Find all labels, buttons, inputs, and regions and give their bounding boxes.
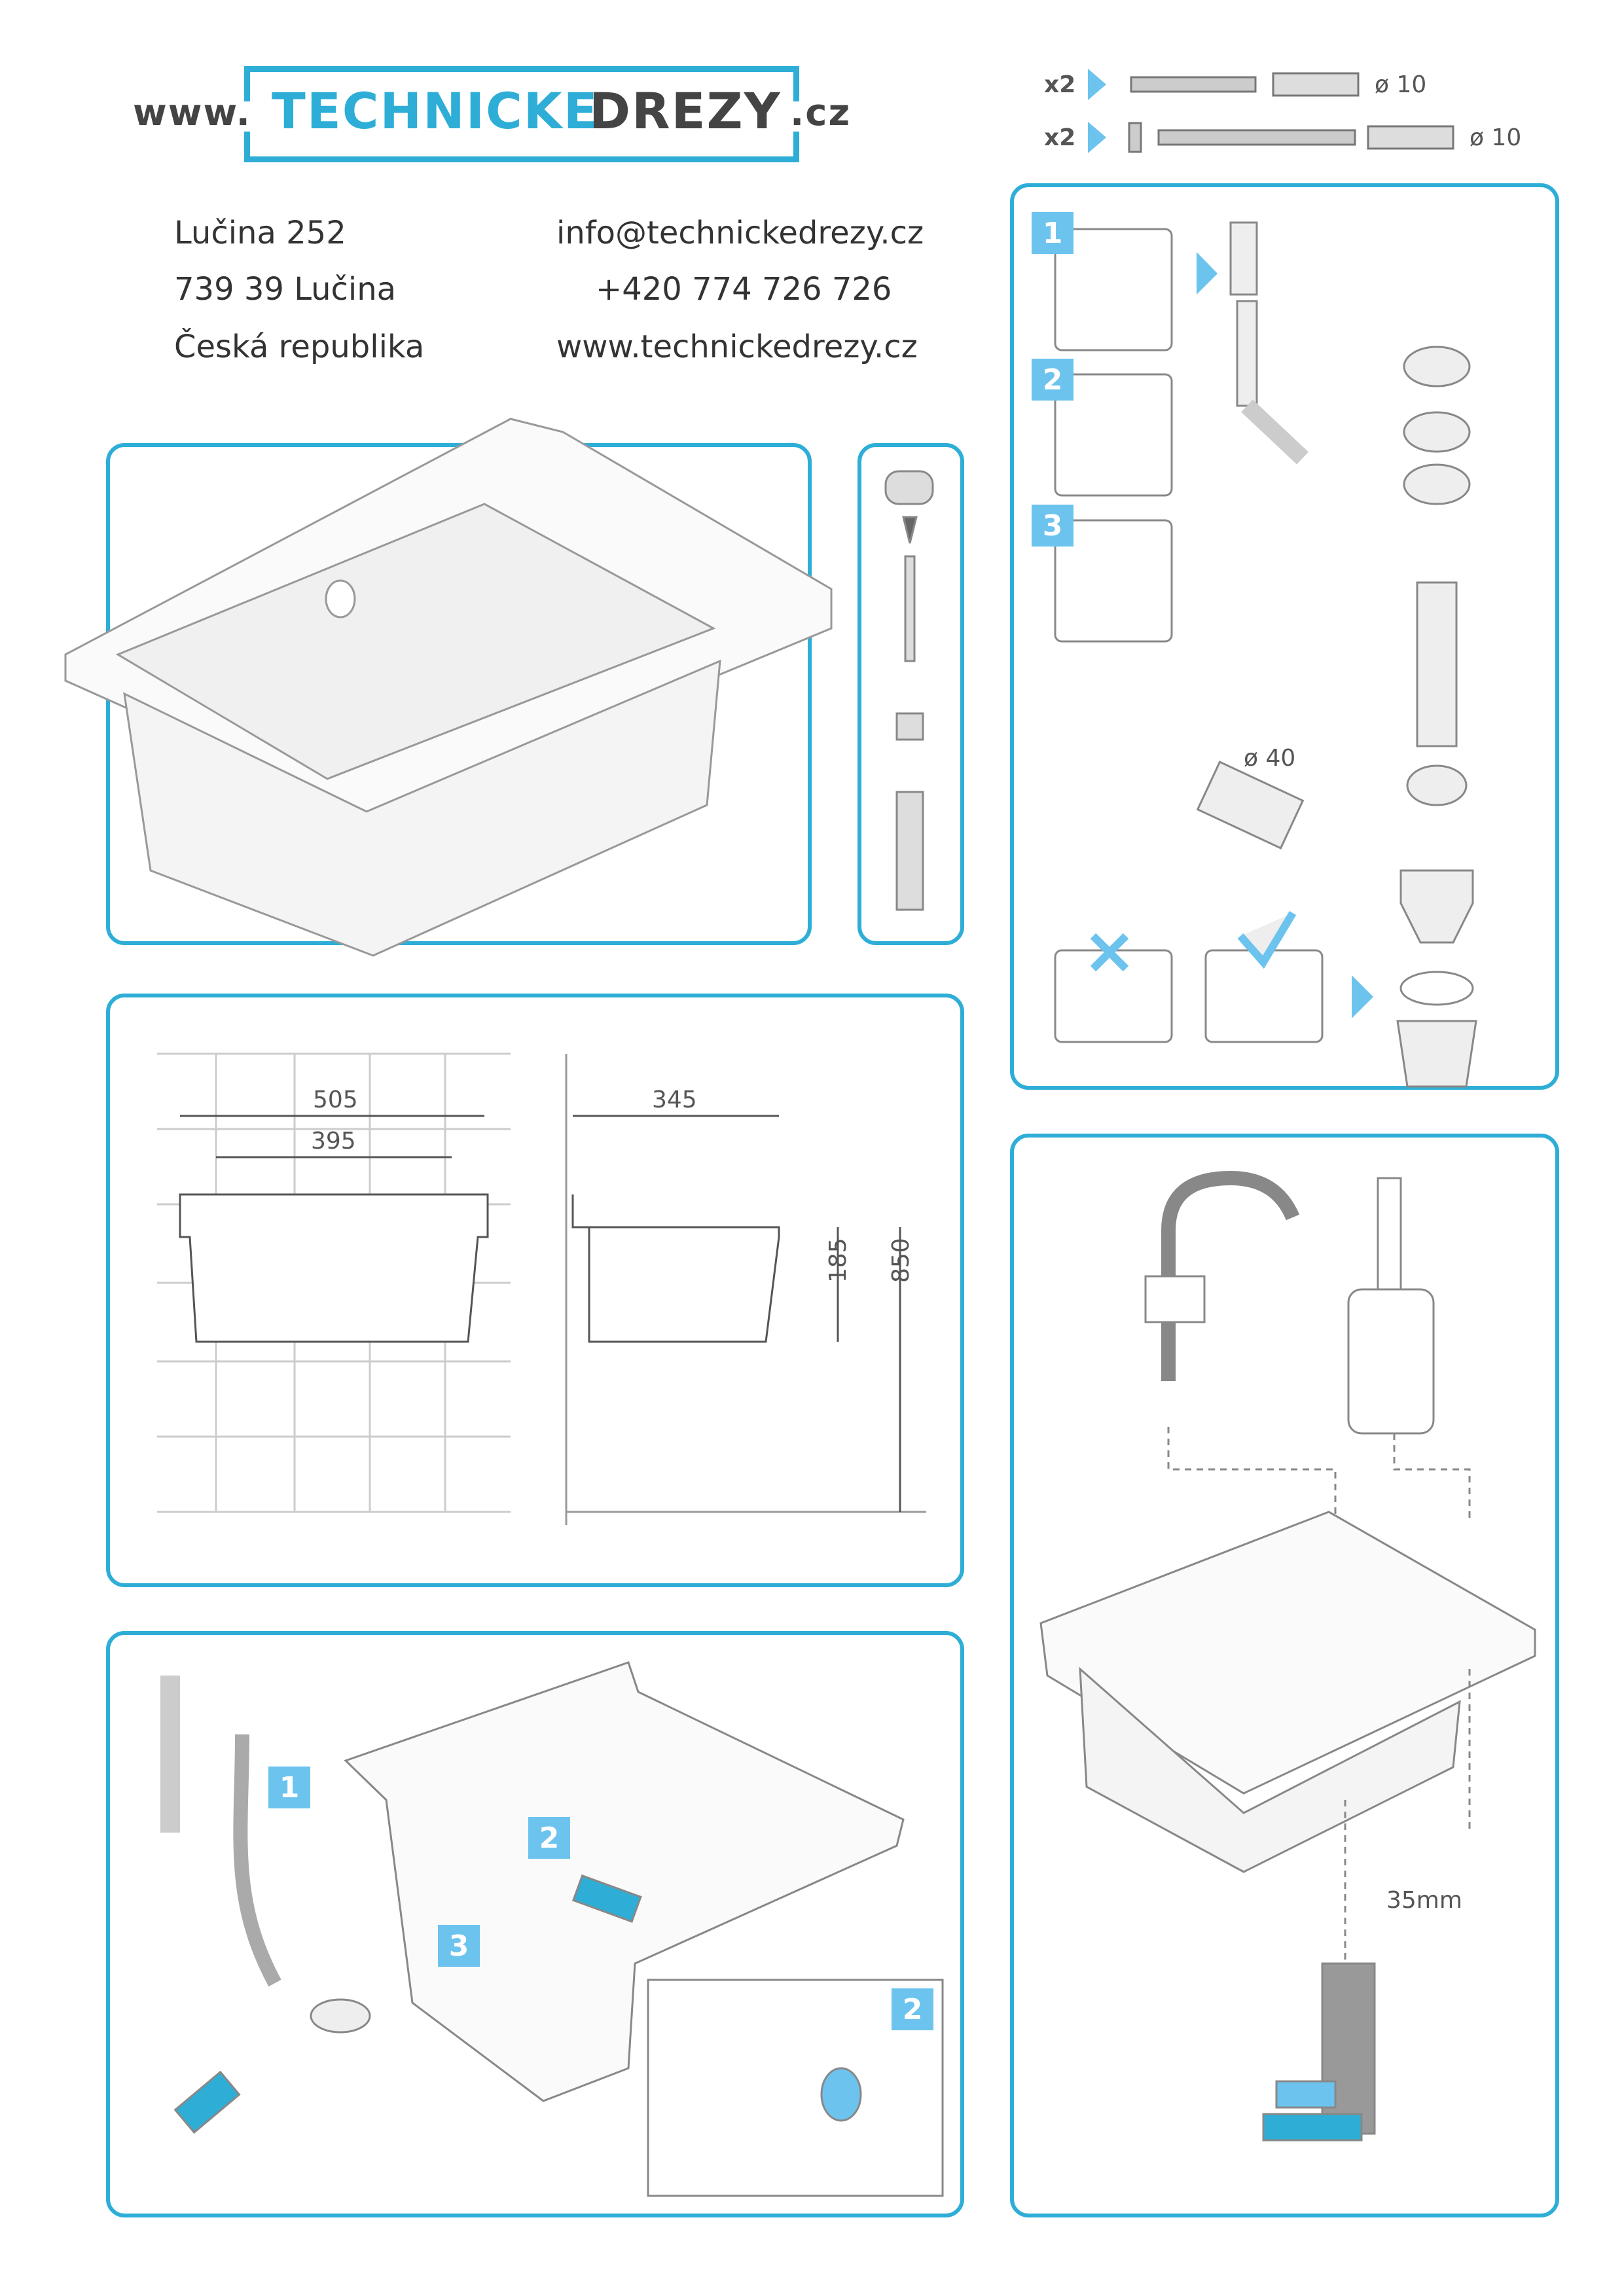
installation-illustration <box>160 1661 944 2197</box>
wall-anchor-icon <box>884 470 934 911</box>
logo-prefix: www. <box>133 92 251 134</box>
logo-brand-dark: DREZY <box>589 82 782 140</box>
logo-suffix: .cz <box>790 92 852 134</box>
contact-phone[interactable]: +420 774 726 726 <box>596 271 892 308</box>
contact-email[interactable]: info@technickedrezy.cz <box>556 215 924 251</box>
faucet-illustration <box>1039 1170 1536 2142</box>
siphon-step-3-badge: 3 <box>1032 505 1074 547</box>
drill-size-label: 35mm <box>1386 1887 1462 1914</box>
sink-illustration <box>64 418 833 957</box>
dimension-width-inner: 395 <box>311 1128 356 1155</box>
dimension-depth: 345 <box>652 1086 697 1113</box>
logo-frame-gap <box>789 101 808 132</box>
install-detail-step-2-badge: 2 <box>892 1988 933 2030</box>
siphon-step-2-badge: 2 <box>1032 359 1074 401</box>
pipe-diameter-label: ø 40 <box>1244 745 1295 772</box>
logo-frame-gap <box>236 101 255 132</box>
install-step-3-badge: 3 <box>438 1925 480 1967</box>
siphon-step-1-badge: 1 <box>1032 212 1074 254</box>
logo-brand-blue: TECHNICKE <box>272 82 599 140</box>
hardware-screw-icon <box>1088 69 1454 153</box>
address-street: Lučina 252 <box>174 215 346 251</box>
install-step-2-badge: 2 <box>528 1817 570 1859</box>
hardware-qty-1: x2 <box>1044 71 1075 98</box>
contact-web[interactable]: www.technickedrezy.cz <box>556 329 918 365</box>
install-step-1-badge: 1 <box>268 1767 310 1808</box>
dimension-drawing <box>157 1052 926 1525</box>
hardware-diameter-1: ø 10 <box>1375 71 1426 98</box>
dimension-mount-height: 850 <box>888 1238 914 1283</box>
hardware-diameter-2: ø 10 <box>1470 124 1521 151</box>
dimension-bowl-height: 185 <box>825 1238 852 1283</box>
dimension-width-outer: 505 <box>313 1086 358 1113</box>
address-city: 739 39 Lučina <box>174 271 397 308</box>
address-country: Česká republika <box>174 329 425 365</box>
siphon-parts-illustration <box>1054 221 1477 1088</box>
hardware-qty-2: x2 <box>1044 124 1075 151</box>
